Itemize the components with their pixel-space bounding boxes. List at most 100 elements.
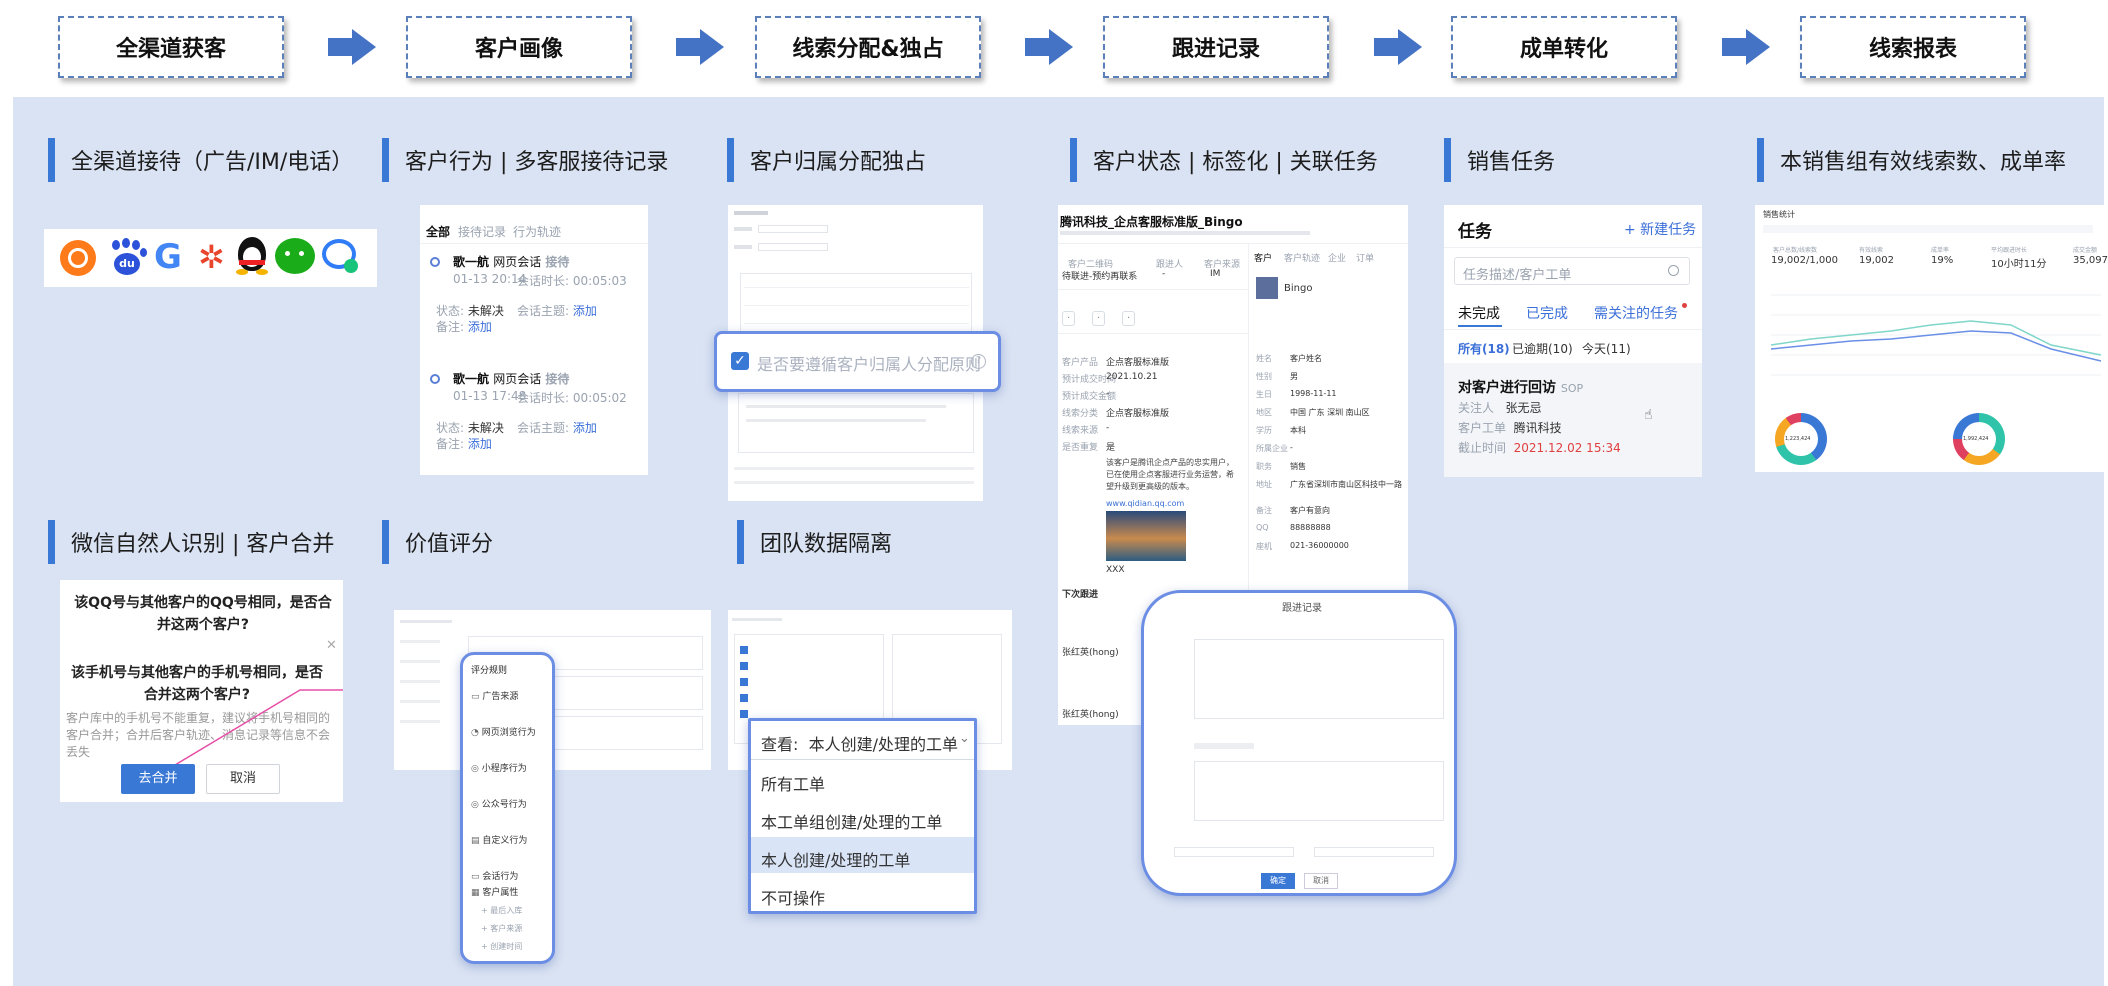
donut-chart [1953,413,2005,465]
checkbox-icon[interactable]: ✓ [731,352,749,370]
score-menu-item[interactable]: ◔ 网页浏览行为 [471,728,536,738]
profile-link[interactable]: www.qidian.qq.com [1106,499,1185,508]
dropdown-label: 查看: 本人创建/处理的工单 [761,735,958,754]
section-title: 价值评分 [405,532,494,557]
task-ticket: 客户工单 腾讯科技 [1458,421,1562,435]
stat-value: 待联进-预约再联系 [1062,272,1138,282]
chevron-down-icon[interactable]: ⌄ [959,731,970,746]
tab-incomplete[interactable]: 未完成 [1458,306,1500,322]
score-submenu-item[interactable]: + 创建时间 [481,942,523,951]
field-key: 是否重复 [1062,443,1099,453]
flow-step-follow: 跟进记录 [1103,16,1329,78]
field-key: 座机 [1256,542,1272,551]
section-omni: 全渠道接待（广告/IM/电话） [48,138,353,182]
merge-dialog: 该QQ号与其他客户的QQ号相同，是否合并这两个客户? ✕ 该手机号与其他客户的手… [60,580,343,802]
tab-behavior[interactable]: 行为轨迹 [513,225,562,239]
section-report: 本销售组有效线索数、成单率 [1757,138,2066,182]
channel-icons-strip: du G ✲ [44,229,377,287]
follow-zoom-title: 跟进记录 [1282,603,1322,614]
profile-name: Bingo [1284,283,1313,294]
score-menu-item[interactable]: ◎ 公众号行为 [471,800,527,810]
task-search-input[interactable]: 任务描述/客户工单 [1454,257,1690,285]
profile-tab[interactable]: 客户轨迹 [1284,254,1321,264]
record-agent: 歌一航 网页会话 接待 [453,372,570,386]
score-menu-item[interactable]: ▦ 客户属性 [471,888,519,898]
task-deadline: 截止时间 2021.12.02 15:34 [1458,441,1621,455]
field-value: 88888888 [1290,523,1331,532]
flow-arrow [1722,29,1770,65]
record-time: 01-13 20:14 [453,272,527,286]
record-note: 备注: 添加 [436,320,492,334]
field-value: 客户有意向 [1290,506,1330,515]
kpi-label: 有效线索 [1859,247,1884,254]
section-title: 客户行为 | 多客服接待记录 [405,150,669,175]
field-value: 男 [1290,372,1298,381]
tab-all[interactable]: 全部 [426,225,451,239]
trend-line-chart [1770,294,2102,376]
follow-item: 张红英(hong) [1062,710,1119,720]
section-sales-task: 销售任务 [1444,138,1555,182]
filter-overdue[interactable]: 已逾期(10) [1512,342,1573,356]
score-rule-menu: 评分规则 ▭ 广告来源 ◔ 网页浏览行为 ◎ 小程序行为 ◎ 公众号行为 ▤ 自… [460,652,555,964]
section-title: 全渠道接待（广告/IM/电话） [71,150,354,175]
field-key: 预计成交时间 [1062,375,1117,385]
kpi-label: 平均跟进时长 [1991,247,2028,254]
flow-step-label: 成单转化 [1519,37,1608,62]
field-value: - [1290,443,1293,452]
tab-follow[interactable]: 需关注的任务 [1594,306,1678,322]
filter-today[interactable]: 今天(11) [1582,342,1631,356]
score-submenu-item[interactable]: + 最后入库 [481,906,523,915]
tab-reception[interactable]: 接待记录 [458,225,507,239]
donut-value: 1,992,424 [1963,436,1989,442]
merge-button[interactable]: 去合并 [121,764,195,794]
dropdown-option[interactable]: 所有工单 [761,775,826,794]
kpi-label: 客户总数/线索数 [1773,247,1818,254]
field-value: XXX [1106,565,1125,575]
score-menu-item[interactable]: ▭ 广告来源 [471,692,519,702]
profile-tab[interactable]: 客户 [1254,254,1273,264]
reception-records-card: 全部 接待记录 行为轨迹 歌一航 网页会话 接待 01-13 20:14 会话时… [420,205,648,475]
new-task-button[interactable]: + 新建任务 [1624,222,1697,238]
score-menu-item[interactable]: ▭ 会话行为 [471,872,519,882]
close-icon[interactable]: ✕ [326,638,337,653]
profile-tab[interactable]: 订单 [1356,254,1375,264]
sales-report-card: 销售统计 客户总数/线索数 19,002/1,000 有效线索 19,002 成… [1755,205,2108,472]
field-value: 本科 [1290,426,1306,435]
tab-complete[interactable]: 已完成 [1526,306,1568,322]
cancel-button[interactable]: 取消 [206,764,280,794]
follow-cancel-button[interactable]: 取消 [1304,873,1338,889]
dropdown-option-selected[interactable]: 本人创建/处理的工单 [761,851,911,870]
field-value: - [1106,423,1110,433]
field-key: QQ [1256,523,1269,532]
filter-all[interactable]: 所有(18) [1458,342,1510,356]
field-key: 生日 [1256,390,1272,399]
field-key: 姓名 [1256,354,1272,363]
session-icon [430,257,440,267]
score-submenu-item[interactable]: + 客户来源 [481,924,523,933]
section-title: 团队数据隔离 [760,532,893,557]
session-icon [430,374,440,384]
sogou-icon [60,240,96,276]
task-item[interactable] [1444,363,1702,477]
view-scope-dropdown[interactable]: 查看: 本人创建/处理的工单 ⌄ 所有工单 本工单组创建/处理的工单 本人创建/… [748,718,977,914]
score-menu-item[interactable]: ▤ 自定义行为 [471,836,528,846]
kpi-value: 19,002 [1859,255,1894,266]
qq-icon [230,235,274,281]
profile-tab[interactable]: 企业 [1328,254,1347,264]
follow-ok-button[interactable]: 确定 [1261,873,1295,889]
dropdown-option[interactable]: 不可操作 [761,889,826,908]
flow-step-label: 跟进记录 [1171,37,1260,62]
help-icon[interactable]: ? [971,354,986,369]
assign-rule-label: 是否要遵循客户归属人分配原则 [757,355,982,374]
field-value: 是 [1106,443,1116,453]
follow-label: 下次跟进 [1062,590,1099,600]
field-key: 所属企业 [1256,444,1288,453]
dropdown-option[interactable]: 本工单组创建/处理的工单 [761,813,943,832]
report-title: 销售统计 [1763,210,1795,219]
donut-chart [1775,413,1827,465]
score-menu-item[interactable]: ◎ 小程序行为 [471,764,527,774]
field-value: 021-36000000 [1290,541,1349,550]
flow-arrow [676,29,724,65]
search-icon[interactable] [1668,265,1679,276]
record-agent: 歌一航 网页会话 接待 [453,255,570,269]
